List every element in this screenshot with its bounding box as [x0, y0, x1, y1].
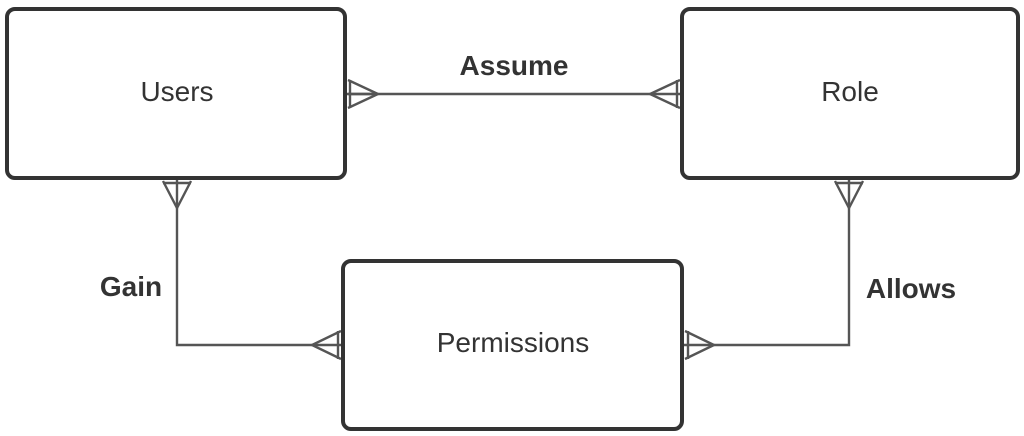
connector-users-permissions — [175, 178, 344, 347]
entity-role[interactable]: Role — [680, 7, 1020, 180]
connector-permissions-role — [682, 178, 851, 347]
relationship-gain-label: Gain — [100, 271, 162, 302]
crowfoot-role-assume — [647, 78, 681, 110]
entity-users-label: Users — [140, 76, 213, 107]
entity-users[interactable]: Users — [5, 7, 347, 180]
entity-permissions[interactable]: Permissions — [341, 259, 684, 431]
crowfoot-users-assume — [347, 78, 381, 110]
crowfoot-permissions-gain — [309, 329, 342, 361]
relationship-assume-label: Assume — [460, 50, 569, 81]
entity-role-label: Role — [821, 76, 879, 107]
crowfoot-permissions-allows — [684, 329, 717, 361]
crowfoot-role-allows — [833, 180, 865, 211]
relationship-allows-label: Allows — [866, 273, 956, 304]
entity-permissions-label: Permissions — [437, 327, 589, 358]
crowfoot-users-gain — [161, 180, 193, 211]
